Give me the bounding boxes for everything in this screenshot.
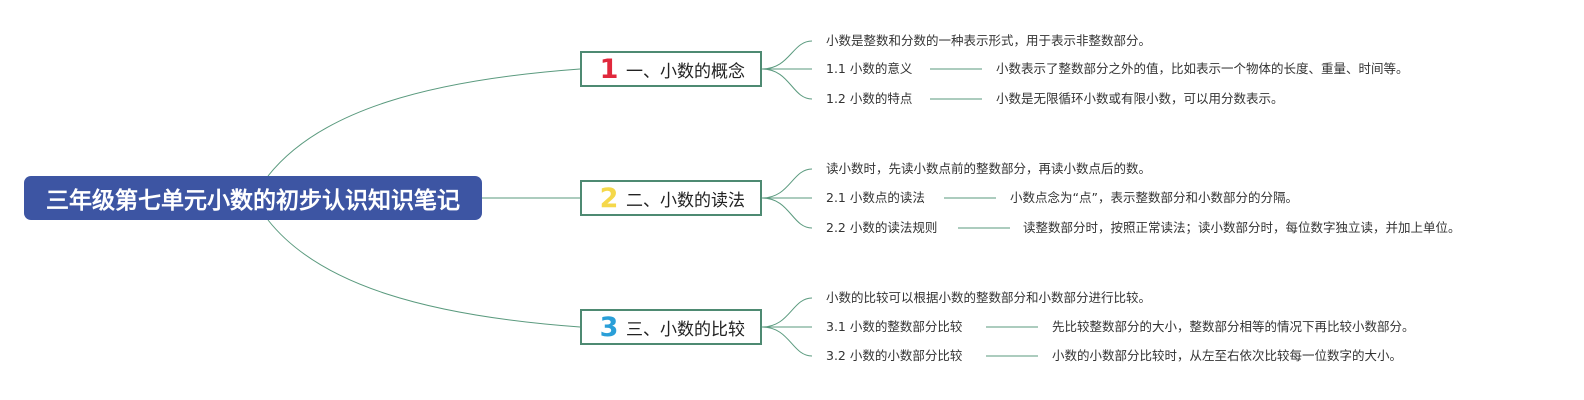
connector-b2-summary bbox=[761, 168, 813, 199]
subtopic-label: 3.1 小数的整数部分比较 bbox=[826, 319, 963, 334]
connector-b2-item2 bbox=[761, 197, 813, 229]
subtopic-description: 先比较整数部分的大小，整数部分相等的情况下再比较小数部分。 bbox=[1052, 319, 1415, 334]
subtopic-description: 小数点念为“点”，表示整数部分和小数部分的分隔。 bbox=[1010, 190, 1298, 205]
connector-b3-summary bbox=[761, 297, 813, 328]
number-one-icon: 1 bbox=[599, 53, 619, 85]
subtopic-description: 小数的小数部分比较时，从左至右依次比较每一位数字的大小。 bbox=[1052, 348, 1403, 363]
subtopic-label: 1.1 小数的意义 bbox=[826, 61, 913, 76]
branch-reading[interactable]: 2 二、小数的读法 bbox=[580, 180, 762, 216]
branch-label: 一、小数的概念 bbox=[626, 61, 745, 82]
root-topic[interactable]: 三年级第七单元小数的初步认识知识笔记 bbox=[24, 176, 482, 220]
subtopic-label: 2.2 小数的读法规则 bbox=[826, 220, 938, 235]
subtopic-label: 3.2 小数的小数部分比较 bbox=[826, 348, 963, 363]
branch-summary: 小数是整数和分数的一种表示形式，用于表示非整数部分。 bbox=[826, 33, 1152, 48]
branch-summary: 读小数时，先读小数点前的整数部分，再读小数点后的数。 bbox=[826, 161, 1152, 176]
connector-b1-summary bbox=[761, 40, 813, 70]
number-two-icon: 2 bbox=[599, 182, 619, 214]
subtopic-label: 1.2 小数的特点 bbox=[826, 91, 913, 106]
connector-b3-item2 bbox=[761, 326, 813, 357]
root-topic-label: 三年级第七单元小数的初步认识知识笔记 bbox=[46, 188, 460, 214]
connector-root-branch-3 bbox=[267, 219, 581, 328]
subtopic-description: 小数是无限循环小数或有限小数，可以用分数表示。 bbox=[996, 91, 1284, 106]
subtopic-description: 读整数部分时，按照正常读法；读小数部分时，每位数字独立读，并加上单位。 bbox=[1023, 220, 1461, 235]
branch-summary: 小数的比较可以根据小数的整数部分和小数部分进行比较。 bbox=[826, 290, 1152, 305]
branch-concept[interactable]: 1 一、小数的概念 bbox=[580, 51, 762, 87]
connector-root-branch-1 bbox=[267, 68, 581, 177]
subtopic-description: 小数表示了整数部分之外的值，比如表示一个物体的长度、重量、时间等。 bbox=[996, 61, 1409, 76]
branch-label: 三、小数的比较 bbox=[626, 319, 745, 340]
subtopic-label: 2.1 小数点的读法 bbox=[826, 190, 925, 205]
branch-label: 二、小数的读法 bbox=[626, 190, 745, 211]
number-three-icon: 3 bbox=[599, 311, 619, 343]
connector-b1-item2 bbox=[761, 68, 813, 100]
branch-comparison[interactable]: 3 三、小数的比较 bbox=[580, 309, 762, 345]
